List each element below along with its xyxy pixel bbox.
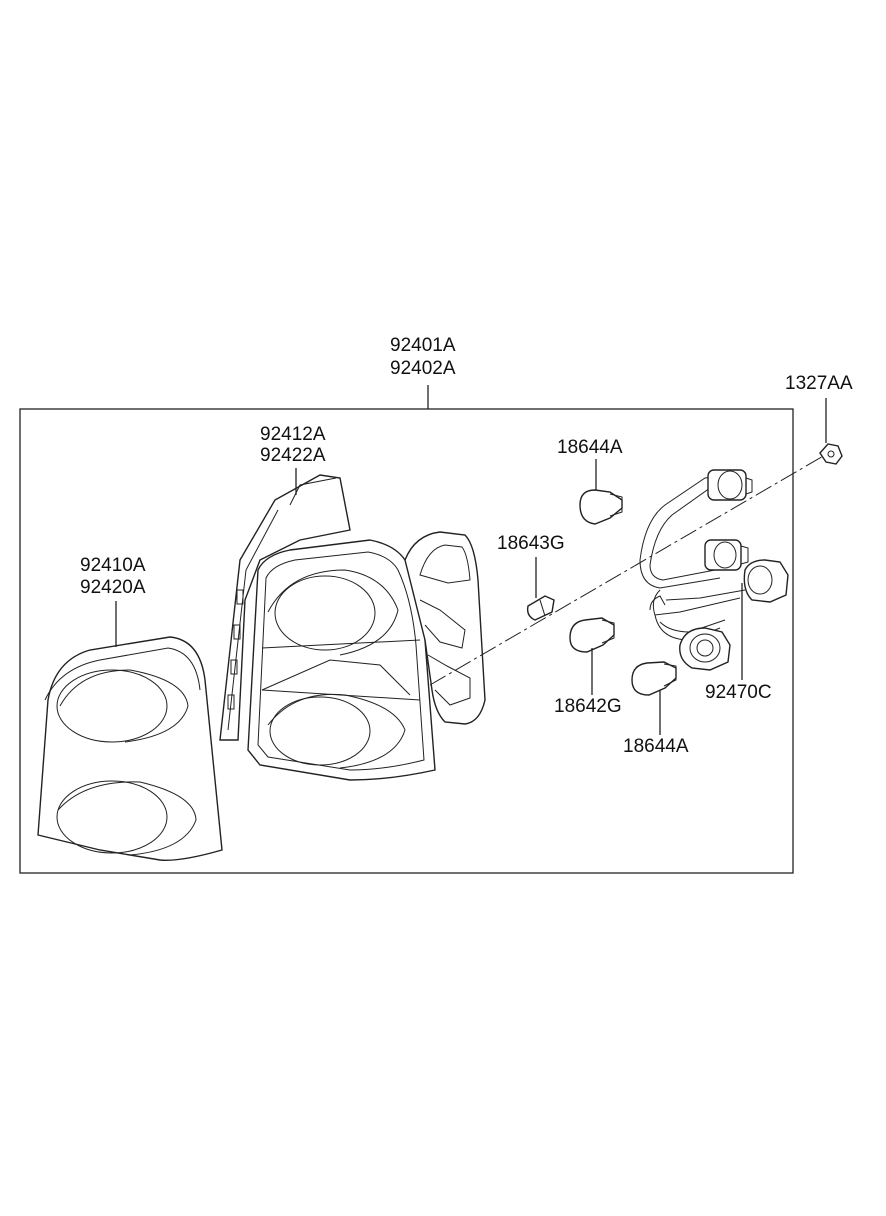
label-bezel-1: 92412A	[260, 424, 326, 445]
label-assembly-2: 92402A	[390, 358, 456, 379]
bulb-bottom	[631, 661, 677, 696]
outer-lens	[37, 636, 223, 861]
label-bezel-2: 92422A	[260, 445, 326, 466]
side-gasket	[404, 531, 486, 725]
label-nut: 1327AA	[785, 373, 853, 394]
label-bulb-mid: 18642G	[554, 696, 622, 717]
nut-part	[819, 443, 843, 465]
label-lens-2: 92420A	[80, 577, 146, 598]
label-bulb-bottom: 18644A	[623, 736, 689, 757]
label-lens-1: 92410A	[80, 555, 146, 576]
label-harness: 92470C	[705, 682, 772, 703]
bulb-top	[579, 489, 623, 525]
bezel-strip	[219, 474, 351, 741]
lamp-housing	[247, 539, 436, 781]
assembly-frame	[19, 408, 794, 874]
label-assembly-1: 92401A	[390, 335, 456, 356]
assembly-axis-line	[429, 454, 826, 686]
bulb-mid	[569, 617, 615, 653]
bulb-small	[526, 595, 555, 621]
label-bulb-small: 18643G	[497, 533, 565, 554]
label-bulb-top: 18644A	[557, 437, 623, 458]
socket-harness	[639, 469, 789, 671]
